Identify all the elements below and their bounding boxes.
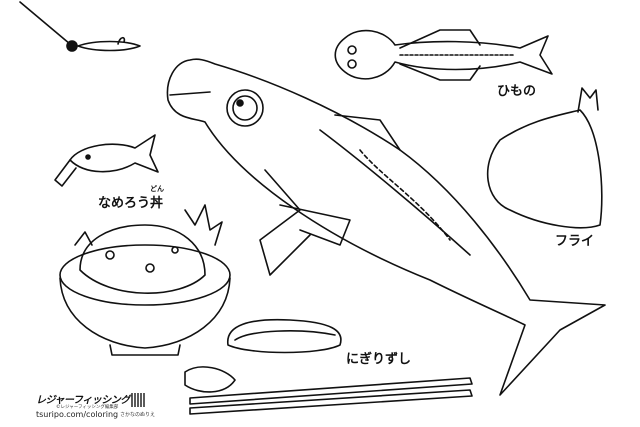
himono-drawing (334, 29, 553, 81)
soy-sauce-fish-drawing (54, 134, 159, 187)
label-fry: フライ (555, 234, 595, 249)
label-namerou-don: なめろう丼 (98, 196, 164, 211)
copyright-text: ©レジャーフィッシング編集部 (56, 405, 119, 410)
qr-caption: さかなのぬりえ (120, 412, 156, 418)
label-nigiri: にぎりずし (346, 352, 412, 367)
chopsticks-drawing (184, 366, 473, 415)
fry-drawing (486, 87, 603, 229)
brand-logo: レジャーフィッシング (36, 395, 130, 406)
ruby-don: どん (150, 185, 164, 193)
namerou-don-drawing (59, 204, 231, 356)
nigiri-drawing (227, 318, 342, 354)
fishing-lure-drawing (19, 1, 141, 52)
horse-mackerel-drawing (166, 58, 606, 396)
site-url: tsuripo.com/coloring (36, 410, 119, 419)
label-himono: ひもの (497, 84, 537, 99)
qr-code (131, 393, 145, 407)
